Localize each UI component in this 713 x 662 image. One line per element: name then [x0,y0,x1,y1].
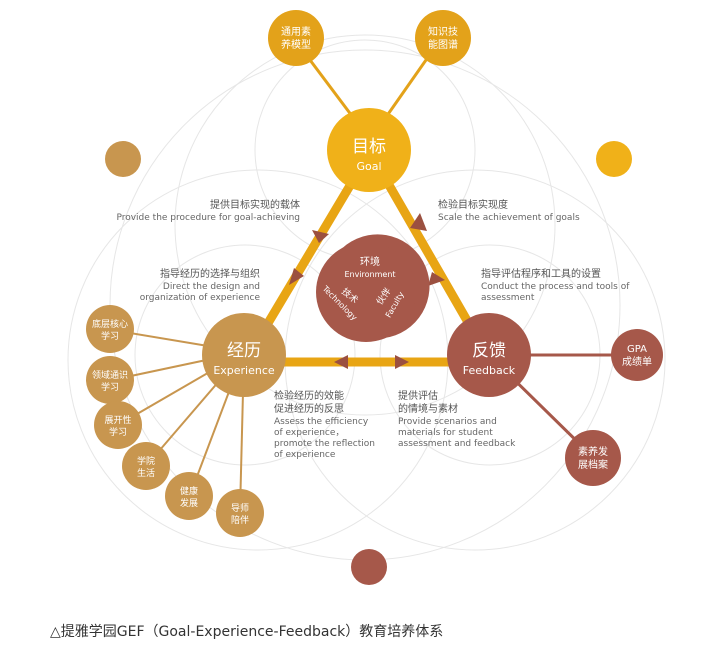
label-fb-provide: 提供评估 的情境与素材 Provide scenarios and materi… [398,389,516,449]
label-exp-check: 检验经历的效能 促进经历的反思 Assess the efficiency of… [274,389,375,460]
svg-text:Conduct the process and tools: Conduct the process and tools of [481,282,630,292]
caption: △提雅学园GEF（Goal-Experience-Feedback）教育培养体系 [50,624,444,640]
svg-text:展开性: 展开性 [104,414,131,426]
general-model-l1: 通用素 [281,25,311,38]
experience-cn: 经历 [227,341,261,361]
svg-text:Scale the achievement of goals: Scale the achievement of goals [438,213,580,223]
svg-text:学习: 学习 [101,381,119,393]
svg-text:提供目标实现的载体: 提供目标实现的载体 [210,198,300,211]
svg-text:of experience，: of experience， [274,428,344,438]
svg-text:Direct the design and: Direct the design and [163,282,260,292]
svg-text:检验目标实现度: 检验目标实现度 [438,198,508,211]
svg-text:促进经历的反思: 促进经历的反思 [274,402,344,415]
svg-text:提供评估: 提供评估 [398,389,438,402]
goal-cn: 目标 [352,137,386,157]
svg-text:导师: 导师 [231,502,249,514]
goal-en: Goal [356,160,381,173]
svg-text:promote the reflection: promote the reflection [274,439,375,449]
feedback-node: 反馈 Feedback [447,313,531,397]
skill-map-l2: 能图谱 [428,38,458,51]
svg-text:的情境与素材: 的情境与素材 [398,402,458,415]
branch-general-learning: 领域通识 学习 [86,356,134,404]
branch-mentor: 导师 陪伴 [216,489,264,537]
svg-text:健康: 健康 [180,485,198,497]
svg-text:指导评估程序和工具的设置: 指导评估程序和工具的设置 [481,267,601,280]
branch-health: 健康 发展 [165,472,213,520]
svg-text:陪伴: 陪伴 [231,514,249,526]
environment-cn: 环境 [360,255,380,268]
svg-text:指导经历的选择与组织: 指导经历的选择与组织 [160,267,260,280]
gpa-node: GPA 成绩单 [611,329,663,381]
branch-extended-learning: 展开性 学习 [94,401,142,449]
label-exp-direct: 指导经历的选择与组织 Direct the design and organiz… [140,267,261,303]
feedback-cn: 反馈 [472,341,506,361]
label-goal-exp: 提供目标实现的载体 Provide the procedure for goal… [116,198,300,223]
svg-text:Assess the efficiency: Assess the efficiency [274,417,369,427]
skill-map-l1: 知识技 [428,25,458,38]
svg-text:organization of experience: organization of experience [140,293,261,303]
outer-dot-bottom [351,549,387,585]
gpa-l2: 成绩单 [622,355,652,368]
label-fb-direct: 指导评估程序和工具的设置 Conduct the process and too… [481,267,630,303]
portfolio-l1: 素养发 [578,445,608,458]
gpa-l1: GPA [627,344,647,355]
svg-text:materials for student: materials for student [398,428,493,438]
portfolio-node: 素养发 展档案 [565,430,621,486]
svg-text:Provide the procedure for goal: Provide the procedure for goal-achieving [116,213,300,223]
portfolio-l2: 展档案 [578,458,608,471]
experience-node: 经历 Experience [202,313,286,397]
svg-text:发展: 发展 [180,497,198,509]
svg-text:生活: 生活 [137,467,155,479]
svg-text:of experience: of experience [274,450,336,460]
outer-dot-right [596,141,632,177]
center-environment: 环境 Environment 技术 Technology 伙伴 Faculty [316,234,430,342]
experience-en: Experience [213,364,275,377]
arrowheads [289,213,445,369]
branch-core-learning: 底层核心 学习 [86,305,134,353]
svg-text:学院: 学院 [137,455,155,467]
general-model-l2: 养模型 [281,38,311,51]
svg-text:学习: 学习 [109,426,127,438]
svg-text:Provide scenarios and: Provide scenarios and [398,417,497,427]
outer-dot-left [105,141,141,177]
svg-text:底层核心: 底层核心 [92,318,128,330]
svg-text:assessment and feedback: assessment and feedback [398,439,516,449]
svg-text:学习: 学习 [101,330,119,342]
label-goal-fb: 检验目标实现度 Scale the achievement of goals [438,198,580,223]
svg-text:领域通识: 领域通识 [92,369,128,381]
branch-college-life: 学院 生活 [122,442,170,490]
goal-node: 目标 Goal [327,108,411,192]
svg-text:assessment: assessment [481,293,535,303]
skill-map-node: 知识技 能图谱 [415,10,471,66]
feedback-en: Feedback [463,364,516,377]
environment-en: Environment [344,270,395,279]
general-model-node: 通用素 养模型 [268,10,324,66]
svg-text:检验经历的效能: 检验经历的效能 [274,389,344,402]
